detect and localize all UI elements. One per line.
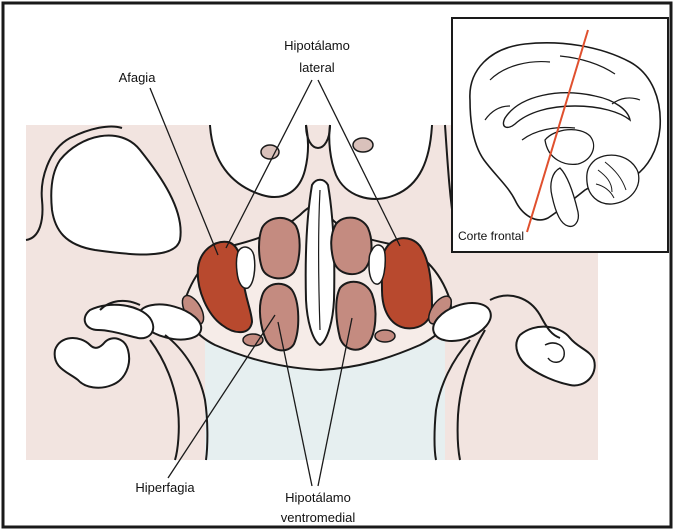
lateral-hypothalamus-right [382,238,432,328]
label-ventromedial-line1: Hipotálamo [258,490,378,506]
small-top-right-nucleus [353,138,373,152]
label-lateral-hypothalamus-line2: lateral [262,60,372,76]
label-hyperphagia: Hiperfagia [120,480,210,496]
small-lower-nucleus-left [243,334,263,346]
small-top-left-nucleus [261,145,279,159]
label-aphagia: Afagia [92,70,182,86]
small-lower-nucleus-right [375,330,395,342]
ventromedial-nucleus-right [336,282,375,350]
dorsomedial-nucleus-left [259,218,300,278]
label-frontal-cut: Corte frontal [458,228,558,244]
ventromedial-nucleus-left [260,284,298,351]
label-lateral-hypothalamus-line1: Hipotálamo [262,38,372,54]
label-ventromedial-line2: ventromedial [258,510,378,526]
small-nucleus-right-white [369,245,385,284]
small-nucleus-left-white [236,247,254,288]
dorsomedial-nucleus-right [331,218,371,275]
